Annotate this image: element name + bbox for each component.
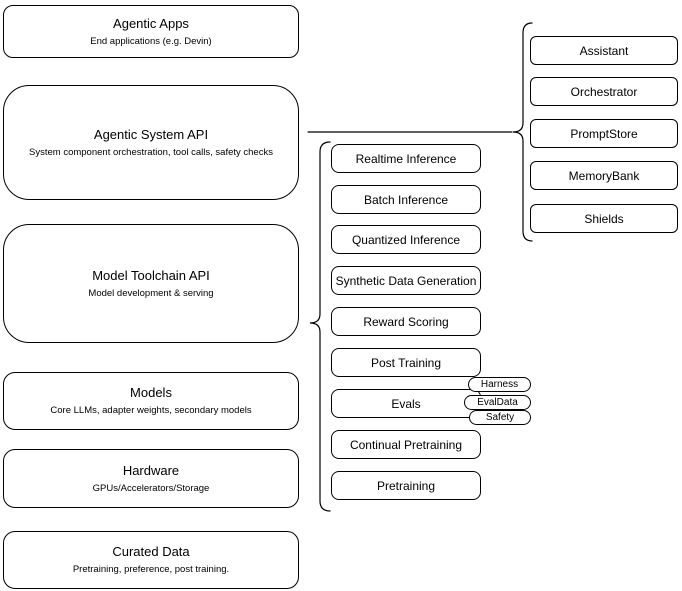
node-promptstore: PromptStore	[530, 119, 678, 148]
node-model-toolchain-api: Model Toolchain API Model development & …	[3, 224, 299, 343]
node-subtitle: Core LLMs, adapter weights, secondary mo…	[50, 405, 252, 416]
node-reward-scoring: Reward Scoring	[331, 307, 481, 336]
node-title: Agentic System API	[93, 126, 209, 142]
node-continual-pretraining: Continual Pretraining	[331, 430, 481, 459]
node-evals: Evals	[331, 389, 481, 418]
node-subtitle: System component orchestration, tool cal…	[29, 146, 273, 158]
node-title: Hardware	[122, 462, 180, 478]
node-title: Models	[130, 385, 172, 400]
node-batch-inference: Batch Inference	[331, 185, 481, 214]
node-quantized-inference: Quantized Inference	[331, 225, 481, 254]
toolchain-brace	[309, 141, 331, 512]
node-title: Curated Data	[112, 544, 190, 559]
node-eval-safety: Safety	[469, 410, 531, 425]
node-synthetic-data-generation: Synthetic Data Generation	[331, 266, 481, 295]
node-subtitle: Model development & serving	[88, 287, 214, 299]
node-eval-evaldata: EvalData	[464, 395, 531, 410]
node-pretraining: Pretraining	[331, 471, 481, 500]
node-orchestrator: Orchestrator	[530, 77, 678, 106]
node-memorybank: MemoryBank	[530, 161, 678, 190]
node-shields: Shields	[530, 204, 678, 233]
node-curated-data: Curated Data Pretraining, preference, po…	[3, 531, 299, 589]
node-realtime-inference: Realtime Inference	[331, 144, 481, 173]
node-assistant: Assistant	[530, 36, 678, 65]
node-subtitle: End applications (e.g. Devin)	[90, 35, 212, 47]
node-subtitle: GPUs/Accelerators/Storage	[92, 482, 210, 494]
node-title: Agentic Apps	[113, 15, 189, 31]
node-agentic-system-api: Agentic System API System component orch…	[3, 85, 299, 200]
node-hardware: Hardware GPUs/Accelerators/Storage	[3, 449, 299, 508]
node-title: Model Toolchain API	[92, 267, 210, 283]
node-post-training: Post Training	[331, 348, 481, 377]
node-subtitle: Pretraining, preference, post training.	[72, 564, 230, 575]
node-agentic-apps: Agentic Apps End applications (e.g. Devi…	[3, 5, 299, 58]
node-eval-harness: Harness	[468, 377, 531, 392]
node-models: Models Core LLMs, adapter weights, secon…	[3, 372, 299, 430]
